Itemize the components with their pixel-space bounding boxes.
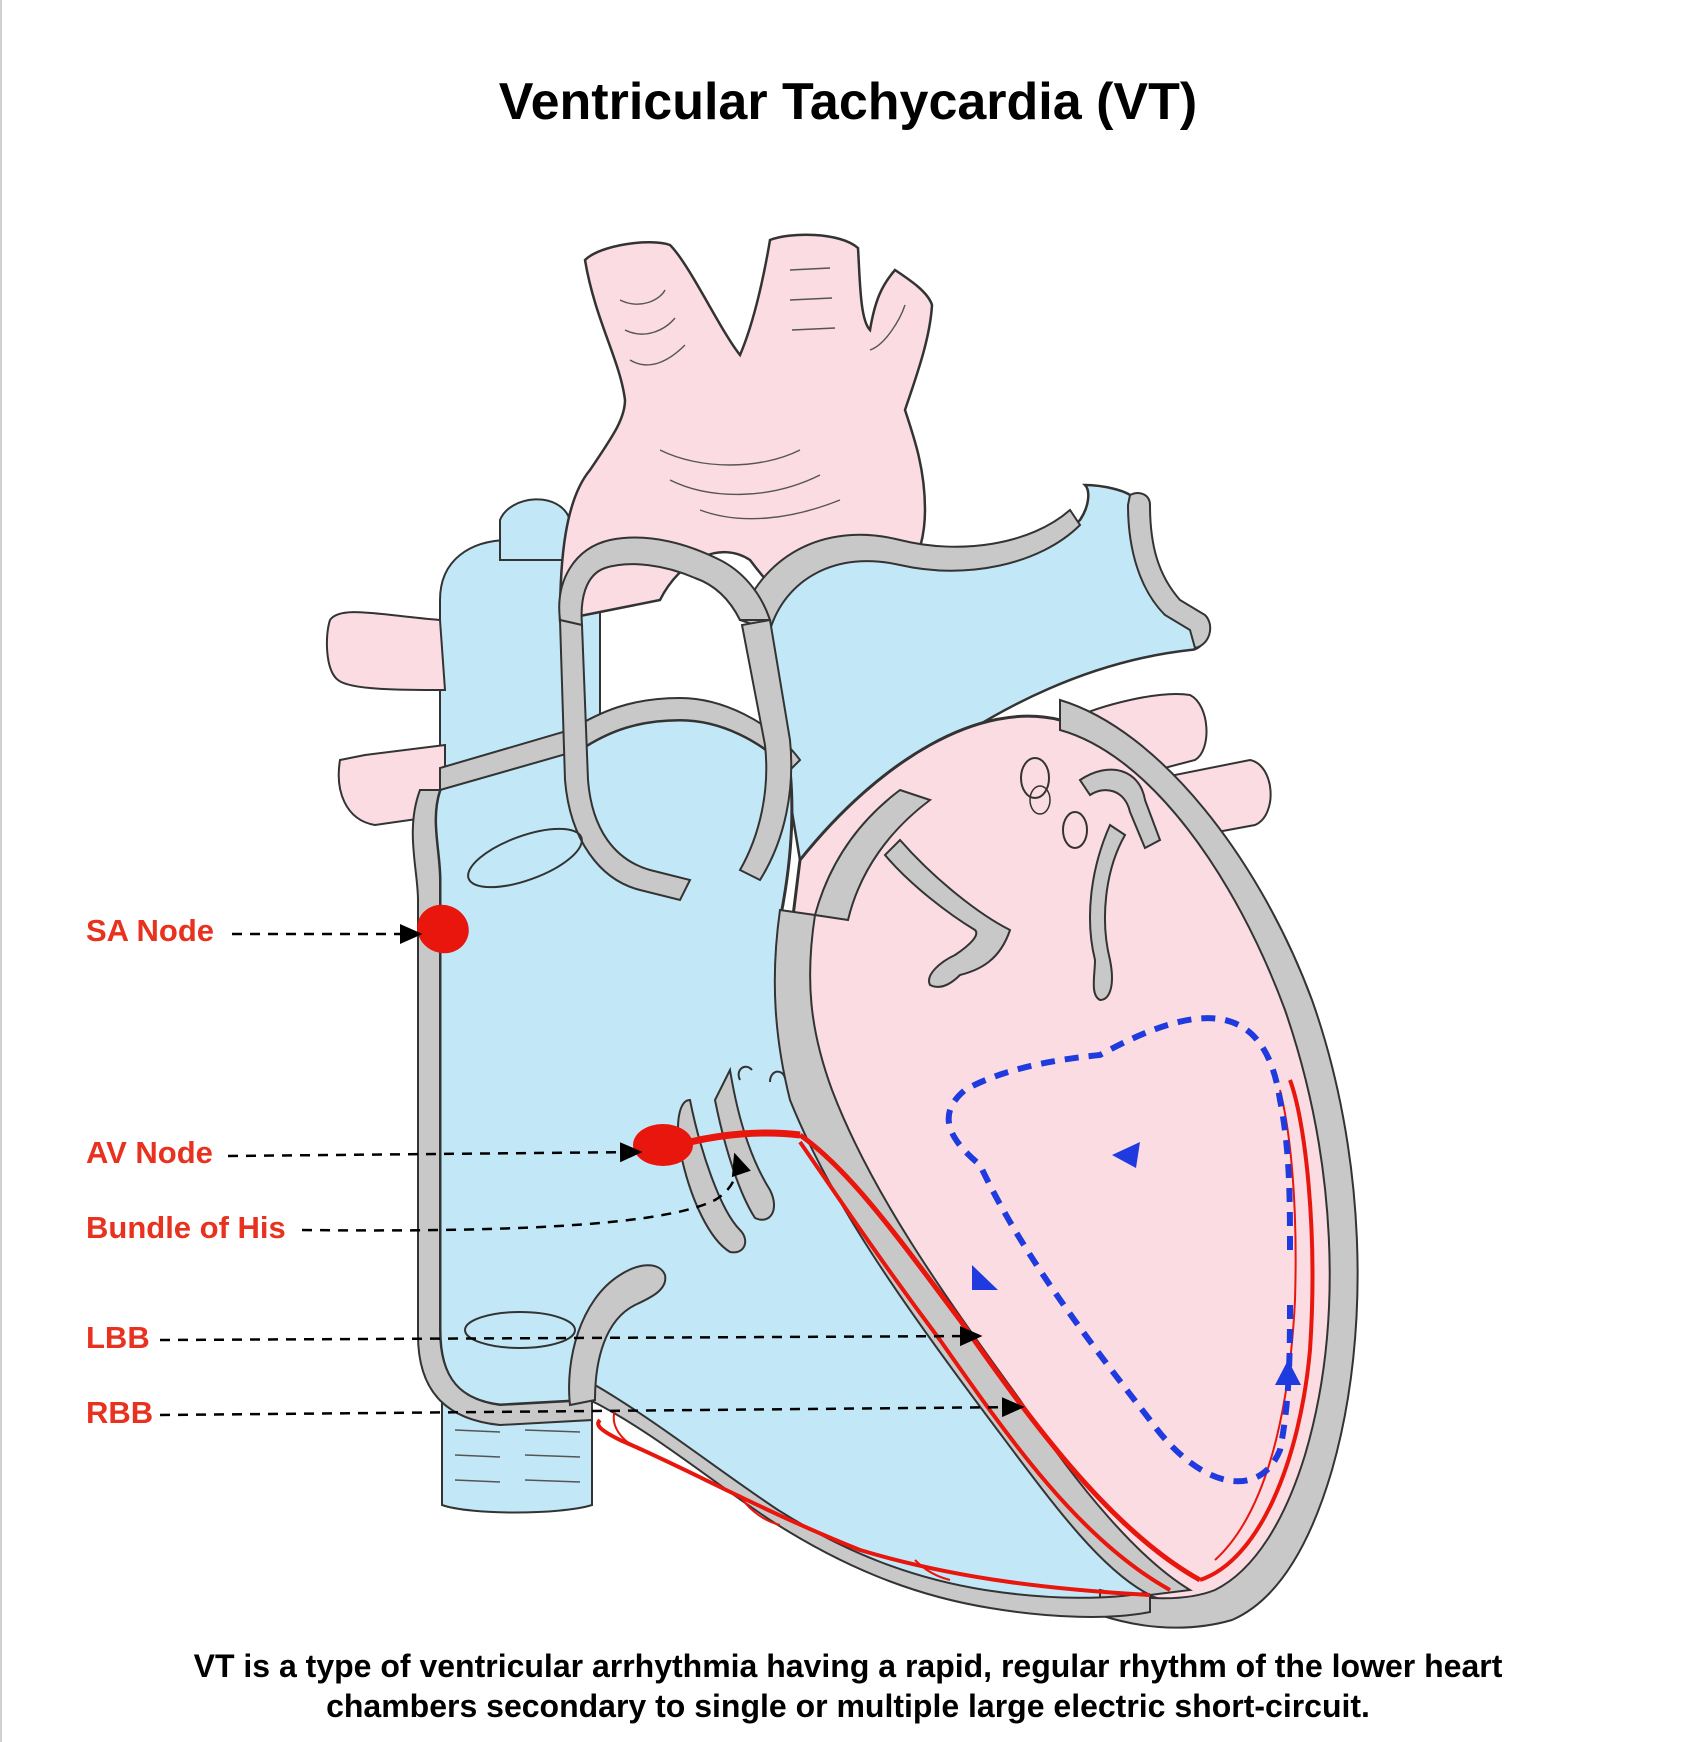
av-valve-hooks xyxy=(737,1065,786,1083)
diagram-caption: VT is a type of ventricular arrhythmia h… xyxy=(40,1646,1656,1726)
purkinje-right-wall xyxy=(1199,1079,1315,1582)
ivc-texture xyxy=(454,1429,581,1483)
lbb-label: LBB xyxy=(86,1320,150,1355)
av-node-label: AV Node xyxy=(86,1135,213,1170)
av-node-leader xyxy=(227,1142,643,1163)
caption-line-1: VT is a type of ventricular arrhythmia h… xyxy=(193,1648,1503,1684)
tricuspid-hook xyxy=(568,1264,667,1407)
pulmonary-vein-opening-wall xyxy=(1078,768,1162,850)
sinus-opening xyxy=(467,827,583,889)
inferior-vena-cava xyxy=(441,1399,593,1514)
sa-node xyxy=(417,904,469,954)
av-node xyxy=(633,1124,693,1166)
caption-line-2: chambers secondary to single or multiple… xyxy=(326,1688,1370,1724)
bundle-of-his-label: Bundle of His xyxy=(86,1210,286,1245)
outer-wall-left xyxy=(411,789,593,1427)
septum-left-edge xyxy=(813,788,933,922)
bundle-of-his-leader xyxy=(301,1152,751,1232)
pulmonary-vein-opening-2 xyxy=(1062,811,1088,849)
purkinje-bottom-branches xyxy=(612,1409,951,1581)
pulmonary-vein-opening-3 xyxy=(1029,785,1051,815)
pulmonary-branch-wall xyxy=(1126,492,1212,650)
papillary-muscle-2 xyxy=(1089,823,1127,1002)
pulmonary-vein-opening-1 xyxy=(1020,757,1050,799)
aortic-left-wall xyxy=(558,618,692,902)
interventricular-septum xyxy=(773,908,1193,1597)
vt-arrow-3 xyxy=(1275,1360,1301,1385)
coronary-sinus-opening xyxy=(464,1311,576,1349)
membranous-septum xyxy=(713,1066,775,1221)
atrial-roof xyxy=(439,696,802,792)
papillary-muscle-1 xyxy=(883,838,1012,988)
purkinje-bottom-wall xyxy=(596,1418,1151,1597)
left-border xyxy=(0,0,2,1742)
vt-arrow-2 xyxy=(972,1265,998,1290)
right-bundle-branch xyxy=(798,1140,1171,1592)
pulmonary-trunk-wall xyxy=(738,508,1082,632)
diagram-title: Ventricular Tachycardia (VT) xyxy=(498,73,1198,131)
bundle-of-his-fiber xyxy=(689,1129,801,1146)
vt-arrow-1 xyxy=(1112,1142,1140,1168)
vt-reentry-circuit xyxy=(945,1015,1293,1485)
aortic-texture xyxy=(619,267,906,520)
rbb-label: RBB xyxy=(86,1395,154,1430)
right-pulmonary-artery-upper xyxy=(325,611,447,692)
aorta-root-wall xyxy=(738,618,793,882)
sa-node-label: SA Node xyxy=(86,913,215,948)
